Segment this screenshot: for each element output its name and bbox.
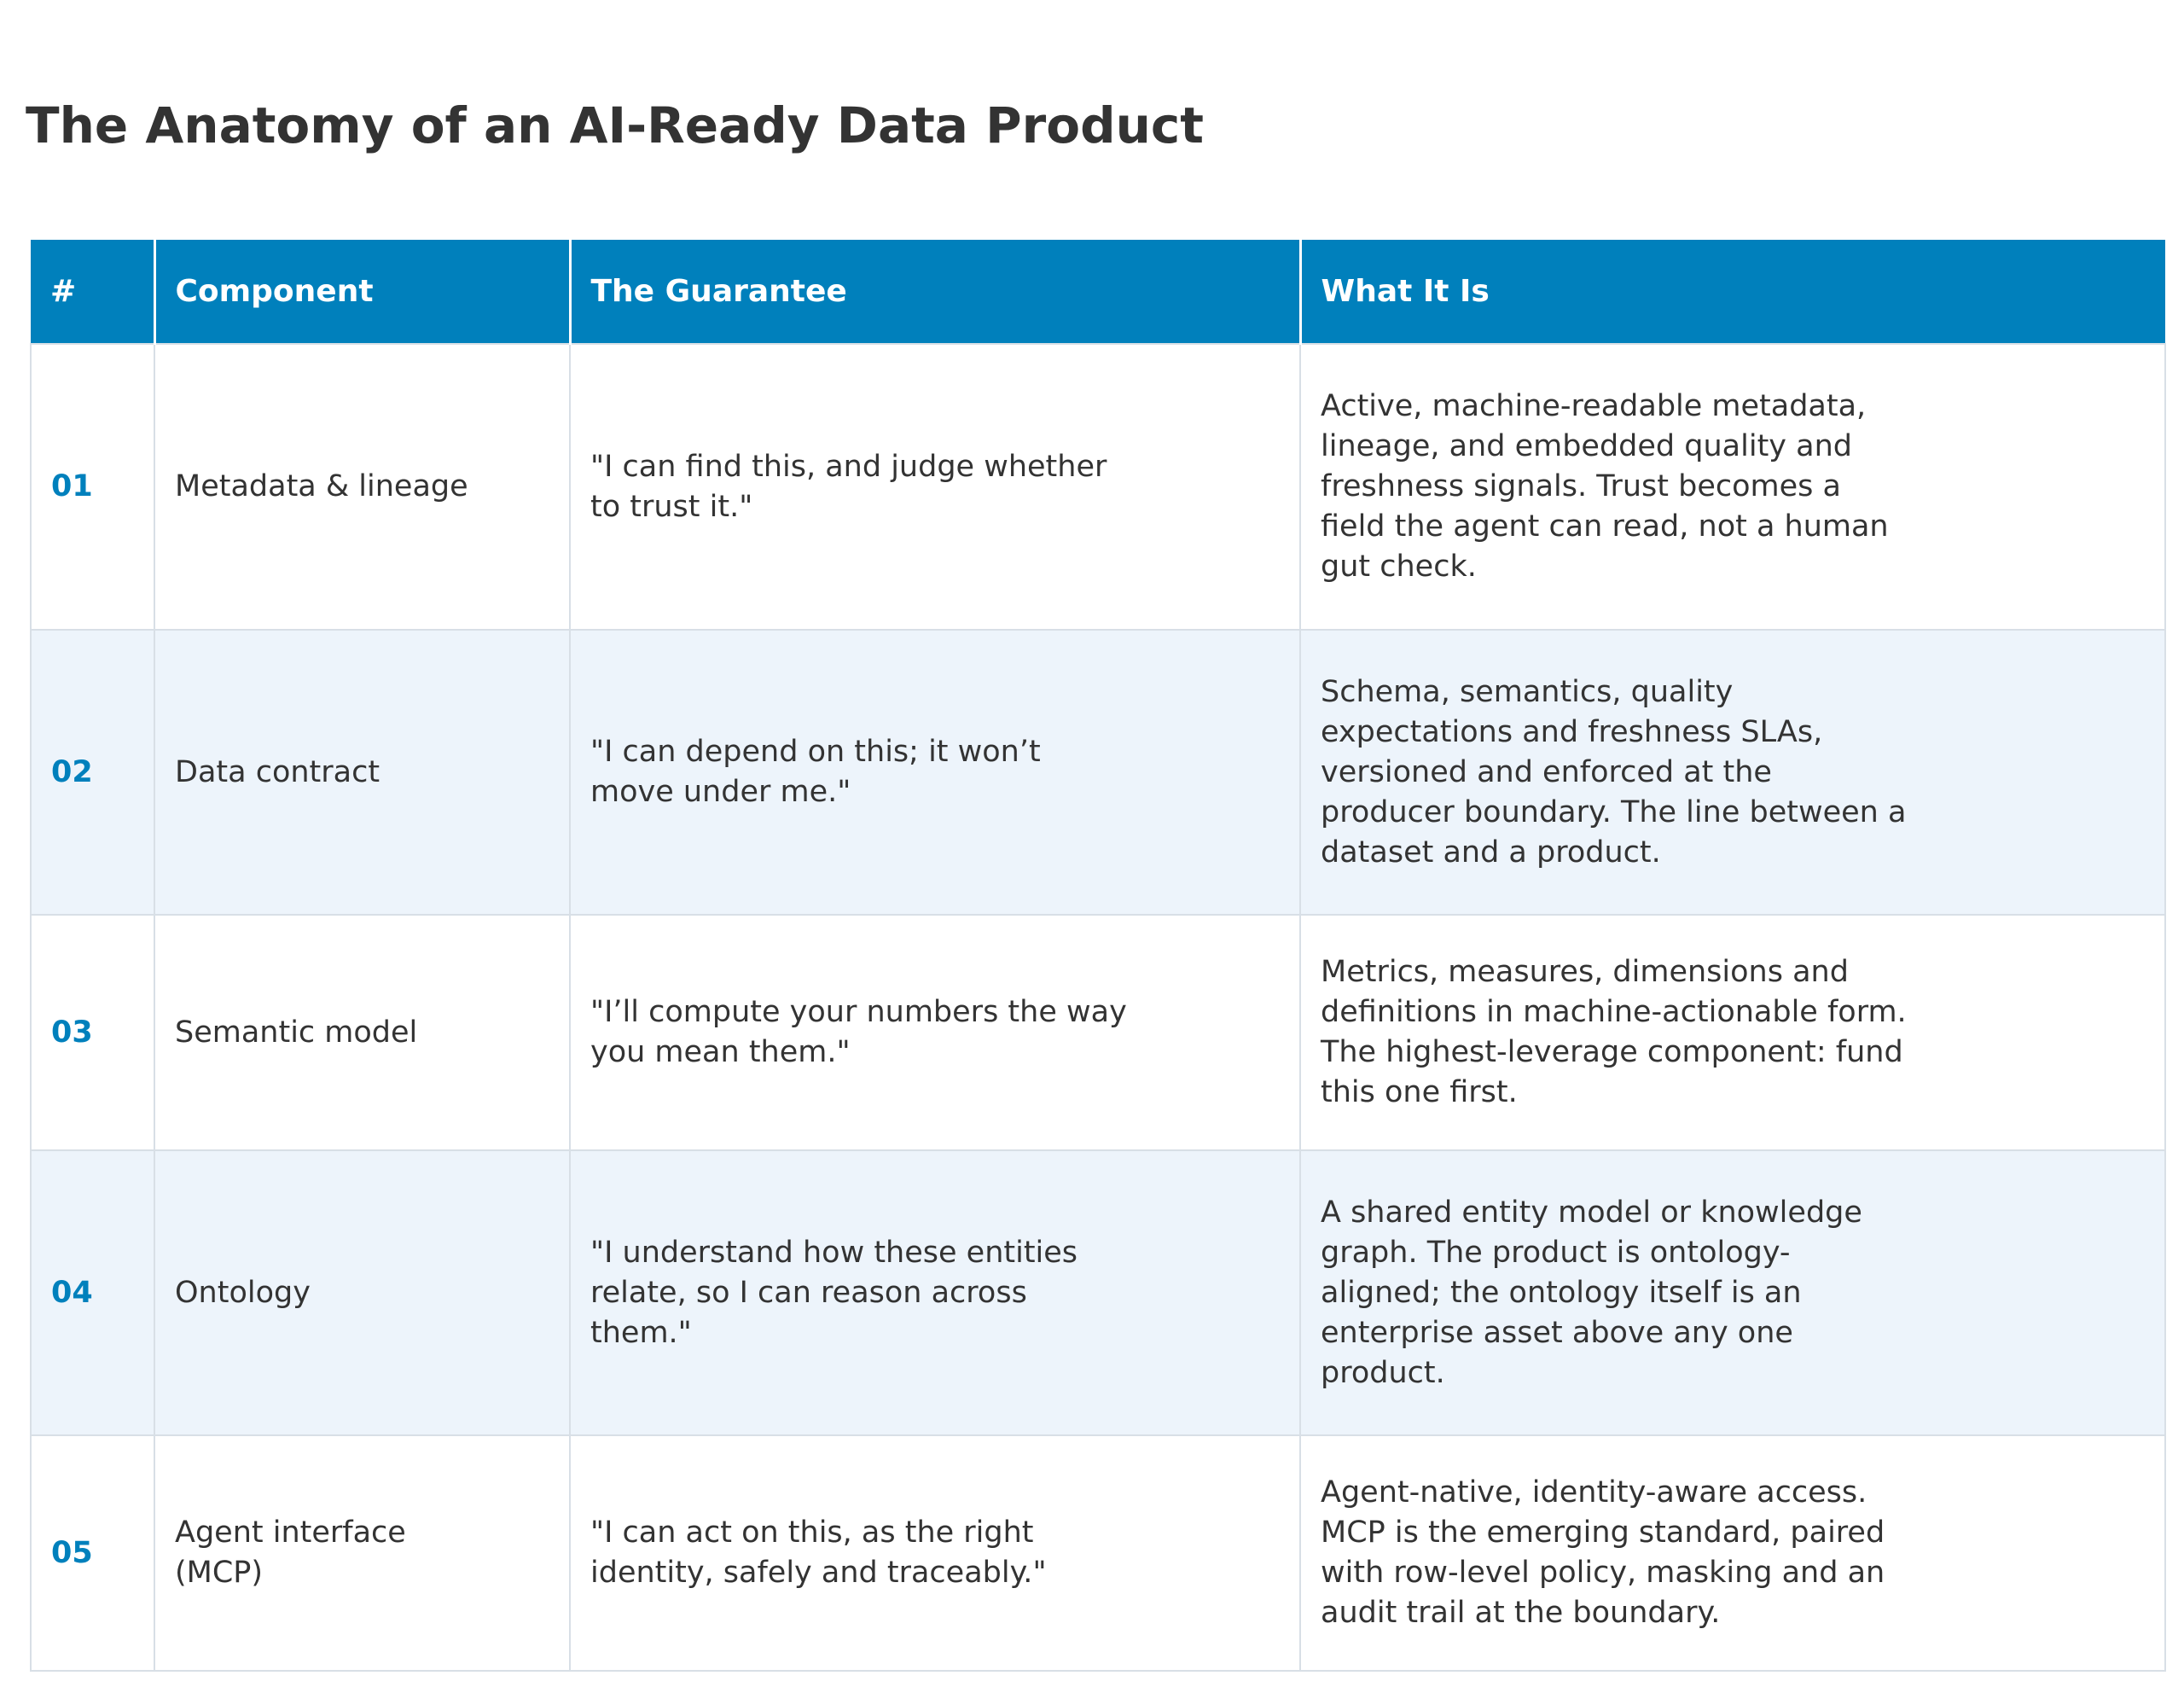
table-header-row: # Component The Guarantee What It Is: [31, 240, 2165, 344]
component-cell: Semantic model: [154, 914, 571, 1151]
table-row: 05 Agent interface (MCP) "I can act on t…: [30, 1434, 2166, 1672]
component-cell: Metadata & lineage: [154, 343, 571, 631]
guarantee-cell: "I can find this, and judge whether to t…: [569, 343, 1301, 631]
table-row: 01 Metadata & lineage "I can find this, …: [30, 343, 2166, 631]
description-cell: Agent-native, identity-aware access. MCP…: [1299, 1434, 2166, 1672]
component-cell: Ontology: [154, 1149, 571, 1436]
table-row: 04 Ontology "I understand how these enti…: [30, 1149, 2166, 1436]
page-title: The Anatomy of an AI-Ready Data Product: [26, 96, 1205, 154]
components-table: # Component The Guarantee What It Is 01 …: [30, 240, 2166, 1672]
row-number: 02: [30, 629, 155, 916]
component-cell: Agent interface (MCP): [154, 1434, 571, 1672]
row-number: 04: [30, 1149, 155, 1436]
description-cell: Metrics, measures, dimensions and defini…: [1299, 914, 2166, 1151]
description-cell: Active, machine-readable metadata, linea…: [1299, 343, 2166, 631]
row-number: 01: [30, 343, 155, 631]
table-row: 02 Data contract "I can depend on this; …: [30, 629, 2166, 916]
guarantee-cell: "I understand how these entities relate,…: [569, 1149, 1301, 1436]
guarantee-cell: "I can act on this, as the right identit…: [569, 1434, 1301, 1672]
description-cell: A shared entity model or knowledge graph…: [1299, 1149, 2166, 1436]
description-cell: Schema, semantics, quality expectations …: [1299, 629, 2166, 916]
guarantee-cell: "I can depend on this; it won’t move und…: [569, 629, 1301, 916]
row-number: 05: [30, 1434, 155, 1672]
row-number: 03: [30, 914, 155, 1151]
component-cell: Data contract: [154, 629, 571, 916]
column-header-guarantee: The Guarantee: [568, 240, 1300, 344]
column-header-what-it-is: What It Is: [1298, 240, 2165, 344]
column-header-component: Component: [153, 240, 570, 344]
table-row: 03 Semantic model "I’ll compute your num…: [30, 914, 2166, 1151]
guarantee-cell: "I’ll compute your numbers the way you m…: [569, 914, 1301, 1151]
column-header-number: #: [31, 240, 154, 344]
